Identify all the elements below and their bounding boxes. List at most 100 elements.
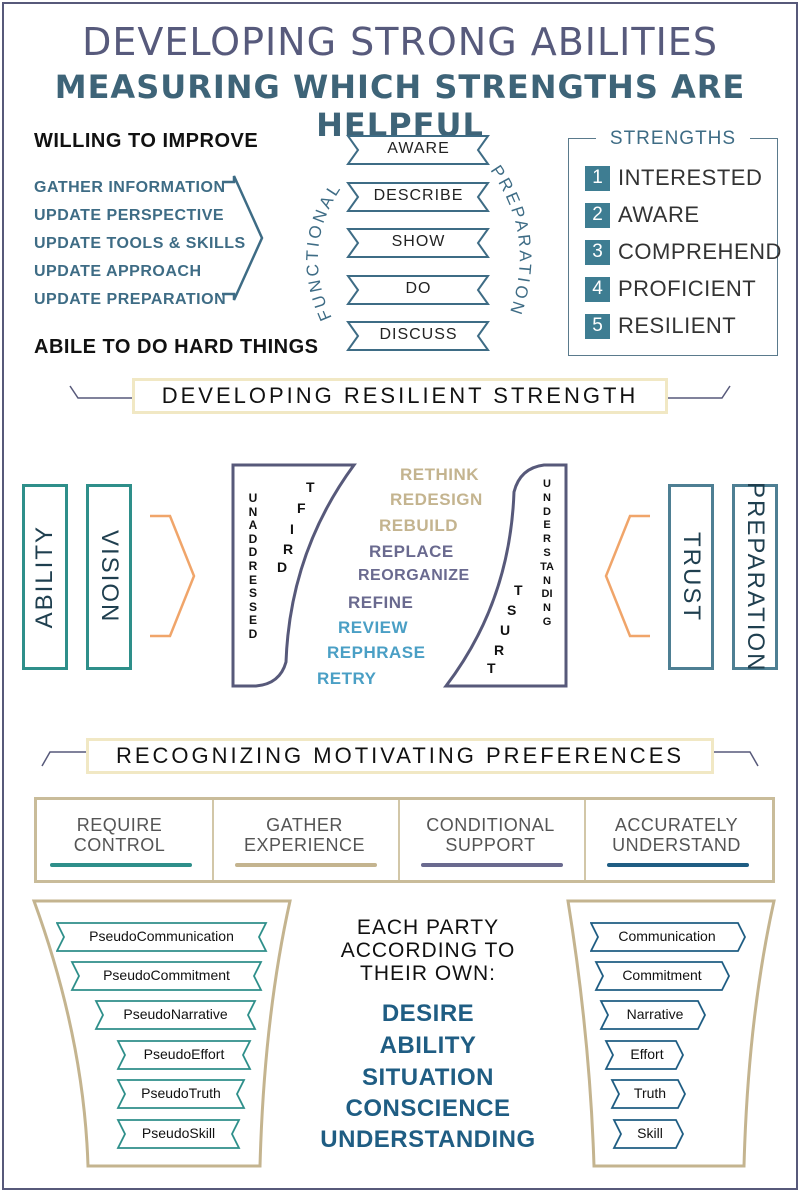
diag-letter: U	[500, 622, 511, 638]
preference-bar	[607, 863, 749, 867]
tag-label: PseudoNarrative	[123, 1006, 228, 1022]
vision-label: VISION	[96, 530, 123, 624]
preparation-arc-text: PREPARATION	[487, 162, 532, 319]
tag-label: Narrative	[626, 1006, 684, 1022]
preference-bar	[421, 863, 563, 867]
center-word: CONSCIENCE	[345, 1095, 511, 1122]
center-word: DESIRE	[381, 1000, 475, 1027]
preference-accurately-understand: ACCURATELY UNDERSTAND	[594, 815, 759, 855]
unaddressed-vertical-text: UNADDRESSED	[248, 491, 258, 641]
intro-line: THEIR OWN:	[360, 962, 496, 985]
arc-labels: FUNCTIONAL PREPARATION	[303, 162, 535, 324]
tag-label: PseudoEffort	[143, 1046, 225, 1062]
diag-letter: F	[297, 500, 306, 516]
ribbon-do	[346, 275, 490, 305]
hard-things-label: ABILE TO DO HARD THINGS	[34, 336, 319, 358]
strength-label: INTERESTED	[618, 165, 763, 190]
center-word: UNDERSTANDING	[320, 1126, 536, 1153]
ribbon-discuss	[346, 321, 490, 351]
process-word: REVIEW	[338, 618, 409, 637]
tag-label: Skill	[637, 1125, 663, 1141]
preference-gather-experience: GATHER EXPERIENCE	[222, 815, 387, 855]
banner-rule	[69, 385, 731, 399]
ribbon-show	[346, 228, 490, 258]
preference-line2: CONTROL	[73, 835, 166, 855]
process-word: RETHINK	[400, 465, 480, 484]
strength-label: COMPREHEND	[618, 239, 782, 264]
vision-box: VISION	[86, 484, 132, 670]
preference-line1: ACCURATELY	[614, 815, 739, 835]
tag-pseudoeffort	[116, 1040, 252, 1070]
diag-letter: I	[290, 521, 294, 537]
tag-skill	[612, 1119, 685, 1149]
preparation-label: PREPARATION	[742, 481, 769, 673]
tag-pseudotruth	[116, 1079, 246, 1109]
diag-letter: S	[507, 602, 517, 618]
tag-label: PseudoCommitment	[103, 967, 230, 983]
tag-label: Effort	[630, 1046, 664, 1062]
preference-bar	[50, 863, 192, 867]
process-word: REDESIGN	[390, 490, 483, 509]
each-party-intro: EACH PARTY ACCORDING TO THEIR OWN:	[308, 916, 548, 985]
strength-label: PROFICIENT	[618, 276, 757, 301]
pseudo-tags	[56, 922, 268, 1149]
page-title: DEVELOPING STRONG ABILITIES	[82, 20, 718, 64]
tag-pseudonarrative	[94, 1000, 257, 1030]
trust-label: TRUST	[678, 532, 705, 622]
ribbon-label: SHOW	[391, 233, 446, 250]
svg-text:FUNCTIONAL: FUNCTIONAL	[303, 178, 346, 323]
preference-line2: UNDERSTAND	[612, 835, 741, 855]
column-divider	[212, 800, 214, 880]
trust-box: TRUST	[668, 484, 714, 670]
tag-communication	[590, 922, 747, 952]
preference-line2: EXPERIENCE	[243, 835, 366, 855]
strength-label: AWARE	[618, 202, 700, 227]
preference-line1: REQUIRE	[76, 815, 163, 835]
list-item: UPDATE PERSPECTIVE	[34, 207, 225, 224]
preference-require-control: REQUIRE CONTROL	[37, 815, 202, 855]
strength-number: 3	[585, 239, 610, 265]
ribbon-describe	[346, 182, 490, 212]
resilient-strength-banner: DEVELOPING RESILIENT STRENGTH	[132, 378, 668, 414]
strengths-title: STRENGTHS	[596, 128, 750, 150]
tag-label: PseudoTruth	[141, 1085, 221, 1101]
tag-label: PseudoCommunication	[89, 928, 234, 944]
ability-box: ABILITY	[22, 484, 68, 670]
center-word: ABILITY	[379, 1032, 477, 1059]
tag-pseudocommunication	[56, 922, 268, 952]
willing-to-improve-label: WILLING TO IMPROVE	[34, 130, 259, 152]
tag-label: PseudoSkill	[141, 1125, 216, 1141]
ability-label: ABILITY	[31, 525, 58, 629]
preference-conditional-support: CONDITIONAL SUPPORT	[408, 815, 573, 855]
preferences-box	[34, 797, 775, 883]
center-word: SITUATION	[361, 1064, 495, 1091]
banner-rule	[41, 751, 759, 767]
motivating-preferences-banner: RECOGNIZING MOTIVATING PREFERENCES	[86, 738, 714, 774]
ribbon-label: AWARE	[387, 140, 450, 157]
chevron-left-icon	[604, 514, 650, 638]
tag-label: Truth	[633, 1085, 667, 1101]
preparation-box: PREPARATION	[732, 481, 778, 673]
tag-label: Communication	[618, 928, 716, 944]
process-word: REBUILD	[379, 516, 459, 535]
strength-label: RESILIENT	[618, 313, 737, 338]
process-word: REORGANIZE	[358, 567, 470, 584]
preference-line1: CONDITIONAL	[426, 815, 555, 835]
process-word: RETRY	[317, 669, 377, 688]
list-item: UPDATE APPROACH	[34, 263, 202, 280]
tag-pseudoskill	[116, 1119, 241, 1149]
strength-row: 2 AWARE	[585, 201, 700, 229]
process-word: REPLACE	[369, 542, 454, 561]
list-item: UPDATE TOOLS & SKILLS	[34, 235, 246, 252]
strength-row: 4 PROFICIENT	[585, 275, 756, 303]
preference-line2: SUPPORT	[445, 835, 536, 855]
understanding-panel	[442, 463, 568, 688]
understanding-vertical-text: UNDERSTANDING	[540, 478, 554, 628]
tag-narrative	[599, 1000, 707, 1030]
functional-arc-text: FUNCTIONAL	[303, 178, 343, 323]
svg-text:PREPARATION: PREPARATION	[487, 162, 535, 319]
column-divider	[584, 800, 586, 880]
diag-letter: R	[494, 642, 505, 658]
strength-row: 1 INTERESTED	[585, 164, 762, 192]
preference-line1: GATHER	[266, 815, 343, 835]
